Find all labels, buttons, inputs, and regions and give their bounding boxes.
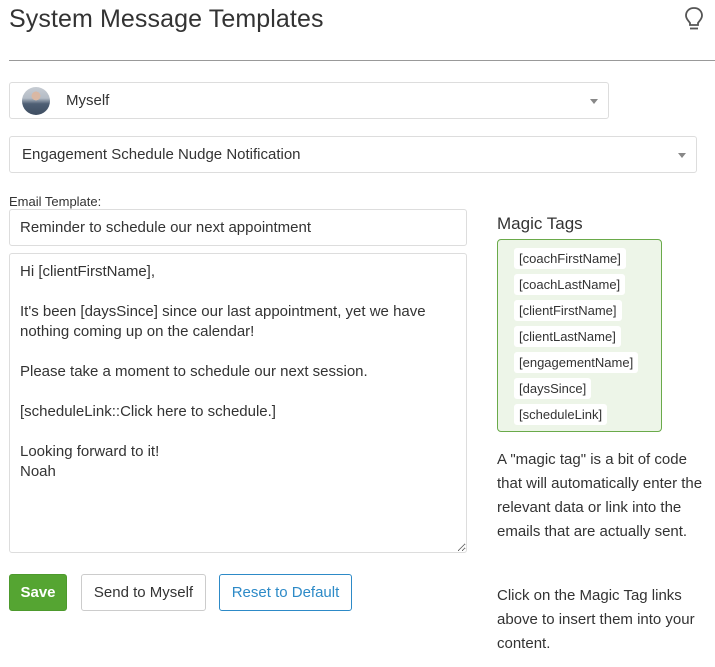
template-select[interactable]: Engagement Schedule Nudge Notification	[9, 136, 697, 173]
magic-tags-panel: [coachFirstName] [coachLastName] [client…	[497, 239, 662, 432]
send-to-myself-button[interactable]: Send to Myself	[81, 574, 206, 611]
template-select-value: Engagement Schedule Nudge Notification	[22, 146, 301, 163]
lightbulb-icon[interactable]	[683, 6, 705, 32]
chevron-down-icon	[678, 152, 686, 158]
avatar	[22, 86, 50, 115]
subject-input[interactable]	[9, 209, 467, 246]
magic-tag-days-since[interactable]: [daysSince]	[514, 378, 592, 399]
save-button[interactable]: Save	[9, 574, 67, 611]
coach-select-value: Myself	[66, 92, 110, 109]
magic-tag-engagement-name[interactable]: [engagementName]	[514, 352, 639, 373]
magic-tag-client-last-name[interactable]: [clientLastName]	[514, 326, 621, 347]
magic-tag-coach-last-name[interactable]: [coachLastName]	[514, 274, 626, 295]
magic-tag-coach-first-name[interactable]: [coachFirstName]	[514, 248, 626, 269]
email-body-textarea[interactable]: Hi [clientFirstName], It's been [daysSin…	[9, 253, 467, 553]
magic-tags-help-text: A "magic tag" is a bit of code that will…	[497, 451, 703, 540]
email-template-label: Email Template:	[9, 194, 102, 209]
magic-tag-schedule-link[interactable]: [scheduleLink]	[514, 404, 608, 425]
coach-select[interactable]: Myself	[9, 82, 609, 119]
header-divider	[9, 60, 715, 61]
chevron-down-icon	[590, 98, 598, 104]
magic-tag-client-first-name[interactable]: [clientFirstName]	[514, 300, 622, 321]
page-title: System Message Templates	[9, 5, 324, 33]
magic-tags-title: Magic Tags	[497, 214, 583, 233]
reset-to-default-button[interactable]: Reset to Default	[219, 574, 352, 611]
magic-tags-usage-text: Click on the Magic Tag links above to in…	[497, 587, 695, 652]
